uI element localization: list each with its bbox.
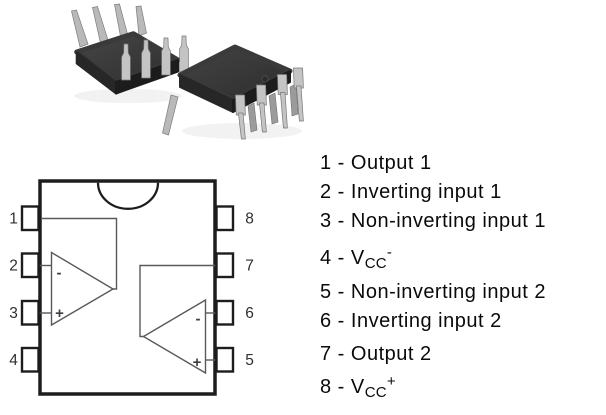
pin-desc-text: 2 - Inverting input 1 bbox=[320, 181, 502, 203]
pin-desc-text: 6 - Inverting input 2 bbox=[320, 310, 502, 332]
pin-desc-text: 1 - Output 1 bbox=[320, 152, 432, 174]
opamp2-noninverting-label: + bbox=[193, 354, 202, 371]
pin-desc-5: 5 - Non-inverting input 2 bbox=[320, 281, 546, 303]
opamp1-noninverting-label: + bbox=[55, 305, 64, 322]
chip-front-legs bbox=[235, 67, 304, 140]
vcc-plus-superscript: + bbox=[386, 373, 397, 390]
chip-shadow bbox=[74, 89, 182, 103]
pin-box-2 bbox=[20, 252, 40, 279]
pin-box-6 bbox=[215, 299, 235, 326]
dip8-package-inverted bbox=[71, 3, 189, 95]
pin-desc-4: 4 - VCC- bbox=[320, 244, 393, 273]
pinout-diagram: - + - + 1 2 3 4 8 7 6 5 bbox=[9, 179, 254, 396]
pin-number-4: 4 bbox=[9, 352, 18, 369]
pin-descriptions: 1 - Output 1 2 - Inverting input 1 3 - N… bbox=[320, 0, 606, 415]
opamp1-inverting-label: - bbox=[57, 265, 62, 282]
pin-desc-text: 5 - Non-inverting input 2 bbox=[320, 281, 546, 303]
pin-desc-text: 7 - Output 2 bbox=[320, 343, 432, 365]
pin-box-3 bbox=[20, 299, 40, 326]
pin-desc-text: 8 - V bbox=[320, 376, 365, 398]
pin-desc-text: 3 - Non-inverting input 1 bbox=[320, 210, 546, 232]
pin-number-6: 6 bbox=[245, 305, 254, 322]
dip8-package-photo bbox=[71, 3, 304, 140]
pin-desc-text: 4 - V bbox=[320, 247, 365, 269]
dip8-package-upright bbox=[162, 44, 304, 140]
opamp2-inverting-label: - bbox=[196, 311, 201, 328]
pin-number-5: 5 bbox=[245, 352, 254, 369]
opamp-1-symbol bbox=[50, 251, 115, 327]
net-output1 bbox=[41, 217, 118, 290]
pin-box-5 bbox=[215, 346, 235, 373]
pin-desc-6: 6 - Inverting input 2 bbox=[320, 310, 502, 332]
net-output2 bbox=[139, 264, 216, 338]
opamp-2-symbol bbox=[142, 298, 207, 375]
pin-desc-8: 8 - VCC+ bbox=[320, 373, 397, 402]
pin-box-8 bbox=[215, 205, 235, 232]
pin-desc-2: 2 - Inverting input 1 bbox=[320, 181, 502, 203]
pin-number-7: 7 bbox=[245, 258, 254, 275]
pin-number-3: 3 bbox=[9, 305, 18, 322]
pin-number-2: 2 bbox=[9, 258, 18, 275]
vcc-minus-superscript: - bbox=[386, 244, 393, 261]
pin-number-8: 8 bbox=[245, 211, 254, 228]
pin-number-1: 1 bbox=[9, 211, 18, 228]
pin1-notch-icon bbox=[96, 182, 160, 210]
pin-desc-1: 1 - Output 1 bbox=[320, 152, 432, 174]
pin1-dimple-icon bbox=[261, 75, 269, 83]
vcc-subscript: CC bbox=[364, 255, 387, 272]
pin-desc-7: 7 - Output 2 bbox=[320, 343, 432, 365]
pin-box-1 bbox=[20, 205, 40, 232]
pin-box-7 bbox=[215, 252, 235, 279]
vcc-subscript: CC bbox=[364, 384, 387, 401]
pin-box-4 bbox=[20, 346, 40, 373]
pin-desc-3: 3 - Non-inverting input 1 bbox=[320, 210, 546, 232]
